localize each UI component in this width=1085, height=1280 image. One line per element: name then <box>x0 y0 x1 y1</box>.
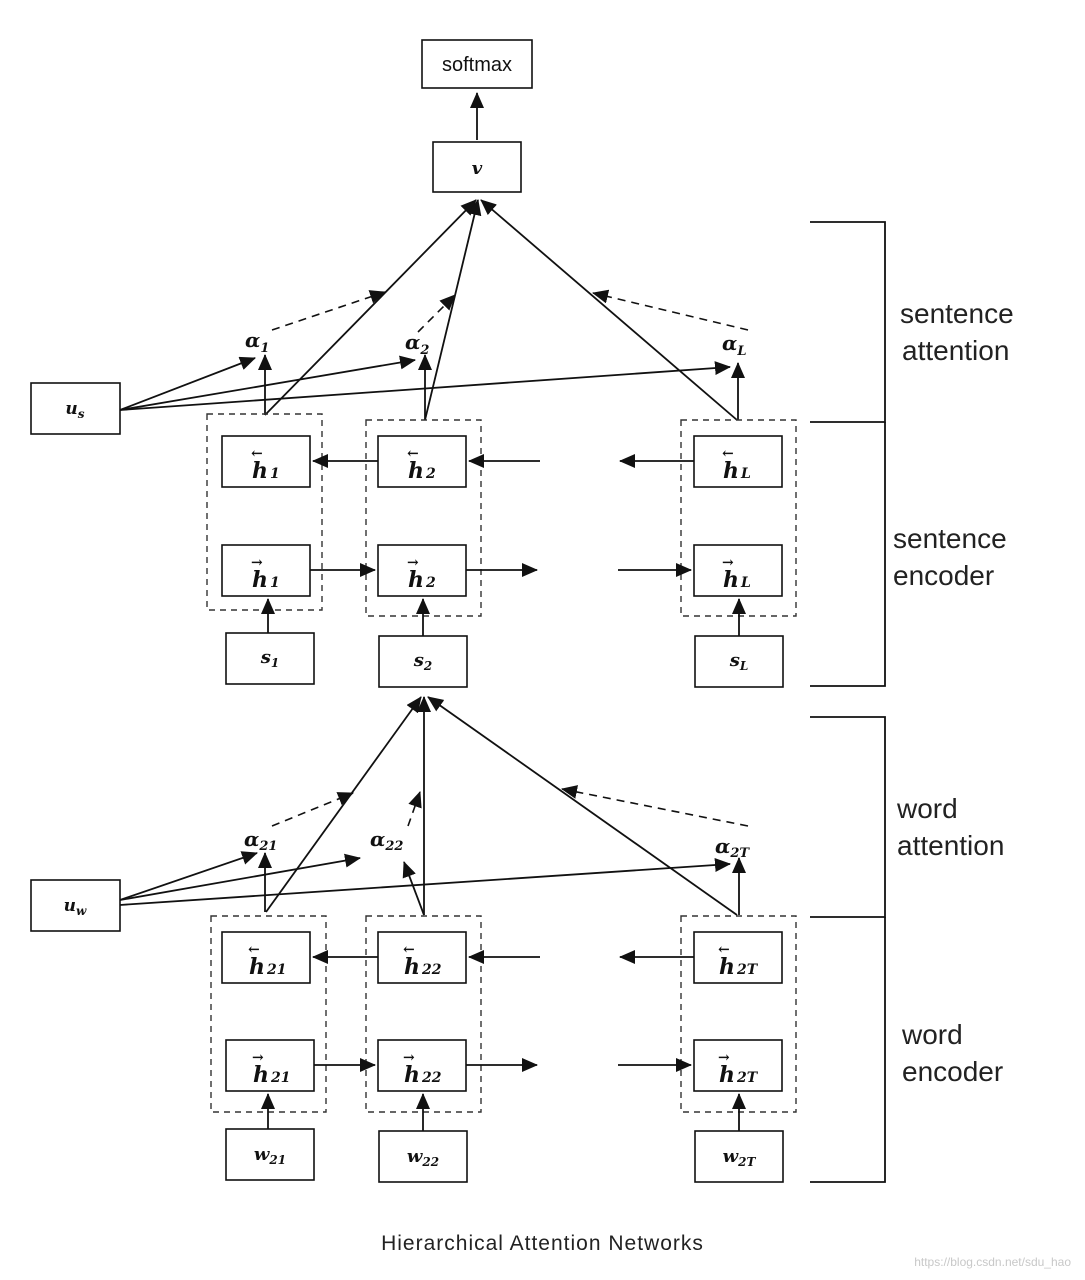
svg-text:h2T: h2T <box>719 1062 759 1088</box>
svg-text:→: → <box>252 1050 264 1066</box>
w-h22-to-alpha22 <box>402 861 425 916</box>
s-alpha-2: α2 <box>405 330 429 358</box>
uw-to-alpha21 <box>119 851 258 901</box>
bracket-word-encoder <box>810 917 886 1183</box>
svg-text:hL: hL <box>723 567 751 593</box>
svg-text:→: → <box>403 1050 415 1066</box>
svg-text:←: ← <box>718 942 730 958</box>
w-alpha22-dashed <box>407 791 422 827</box>
svg-text:w22: w22 <box>407 1146 439 1169</box>
uw-sub: w <box>76 904 87 918</box>
label-word-encoder-1: word <box>901 1019 963 1050</box>
s-input-1: s1 <box>225 632 315 685</box>
s-att-hL-to-v <box>480 199 738 421</box>
figure-caption: Hierarchical Attention Networks <box>381 1232 704 1255</box>
us-base: u <box>65 399 77 419</box>
svg-text:→: → <box>718 1050 730 1066</box>
svg-text:h22: h22 <box>404 1062 442 1088</box>
svg-text:h22: h22 <box>404 954 442 980</box>
us-to-alpha1 <box>119 356 256 411</box>
s-input-2: s2 <box>378 635 468 688</box>
document-vector-node: v <box>432 141 522 193</box>
svg-text:→: → <box>722 555 734 571</box>
svg-text:←: ← <box>403 942 415 958</box>
s-alpha-L: αL <box>722 331 747 359</box>
label-sentence-attention-2: attention <box>902 335 1009 366</box>
w-input-21: w21 <box>225 1128 315 1181</box>
label-sentence-attention-1: sentence <box>900 298 1014 329</box>
label-word-encoder-2: encoder <box>902 1056 1003 1087</box>
svg-text:uw: uw <box>64 896 87 918</box>
s-alpha1-dashed <box>271 290 386 331</box>
bracket-sentence-attention <box>810 221 886 423</box>
w-alpha21-dashed <box>271 792 354 827</box>
svg-text:h2T: h2T <box>719 954 759 980</box>
w-att-h21-to-s2 <box>265 696 422 913</box>
document-vector-label: v <box>472 158 483 179</box>
w-alpha-22: α22 <box>370 827 403 854</box>
w-alpha-21: α21 <box>244 827 277 854</box>
w-att-h2T-to-s2 <box>427 696 738 916</box>
svg-text:h1: h1 <box>252 567 280 593</box>
uw-base: u <box>64 896 76 916</box>
softmax-node: softmax <box>421 39 533 89</box>
svg-text:←: ← <box>407 446 419 462</box>
w-alpha-2T: α2T <box>715 834 750 861</box>
us-sub: s <box>78 407 85 421</box>
us-to-alpha2 <box>119 355 416 411</box>
label-sentence-encoder-1: sentence <box>893 523 1007 554</box>
svg-text:s2: s2 <box>413 650 433 673</box>
w-alpha2T-dashed <box>561 785 749 827</box>
s-alphaL-dashed <box>592 289 749 331</box>
s-alpha-1: α1 <box>245 328 269 356</box>
svg-text:hL: hL <box>723 458 751 484</box>
label-word-attention-2: attention <box>897 830 1004 861</box>
w-input-2T: w2T <box>694 1130 784 1183</box>
svg-text:us: us <box>65 399 84 421</box>
svg-text:h2: h2 <box>408 458 436 484</box>
svg-text:sL: sL <box>729 650 749 673</box>
watermark: https://blog.csdn.net/sdu_hao <box>914 1255 1071 1269</box>
svg-text:←: ← <box>722 446 734 462</box>
softmax-label: softmax <box>442 54 512 76</box>
svg-text:w2T: w2T <box>723 1146 757 1169</box>
svg-text:→: → <box>407 555 419 571</box>
svg-text:→: → <box>251 555 263 571</box>
word-context-vector: uw <box>30 879 121 932</box>
s-input-L: sL <box>694 635 784 688</box>
w-input-22: w22 <box>378 1130 468 1183</box>
bracket-sentence-encoder <box>810 422 886 687</box>
svg-text:h1: h1 <box>252 458 280 484</box>
svg-text:h2: h2 <box>408 567 436 593</box>
label-word-attention-1: word <box>896 793 958 824</box>
s-alpha2-dashed <box>417 294 456 333</box>
s-att-h1-to-v <box>264 199 477 416</box>
svg-text:←: ← <box>248 942 260 958</box>
uw-to-alpha2T <box>119 858 731 906</box>
svg-text:h21: h21 <box>253 1062 290 1088</box>
svg-text:w21: w21 <box>254 1144 286 1167</box>
label-sentence-encoder-2: encoder <box>893 560 994 591</box>
uw-to-alpha22 <box>119 853 361 901</box>
bracket-word-attention <box>810 716 886 918</box>
svg-text:s1: s1 <box>260 647 280 670</box>
sentence-context-vector: us <box>30 382 121 435</box>
svg-text:h21: h21 <box>249 954 286 980</box>
svg-text:←: ← <box>251 446 263 462</box>
